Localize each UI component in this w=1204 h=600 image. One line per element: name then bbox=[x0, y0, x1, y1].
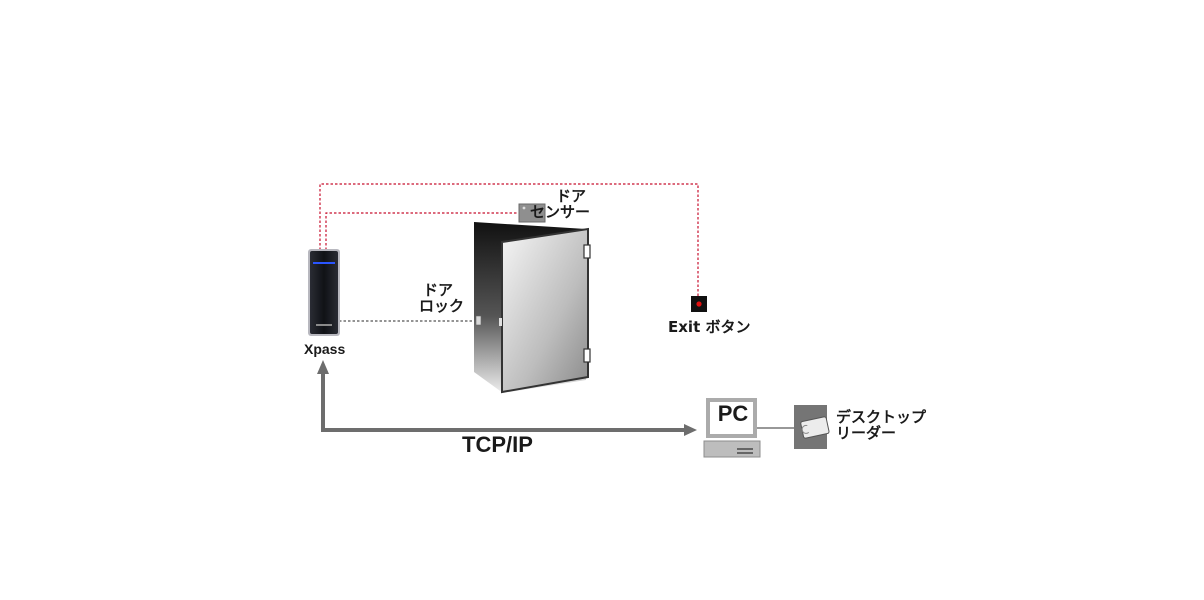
xpass-label: Xpass bbox=[304, 341, 346, 357]
desktop-reader-label-line2: リーダー bbox=[836, 423, 897, 442]
door-lock-device bbox=[475, 315, 482, 326]
pc-label: PC bbox=[717, 401, 749, 426]
arrow-head-right bbox=[684, 424, 697, 436]
door-hinge-bottom bbox=[583, 348, 591, 363]
door-strike bbox=[499, 318, 502, 326]
red-wire-group bbox=[319, 183, 699, 298]
door-sensor-label-line2: センサー bbox=[530, 202, 591, 221]
door-lock-label: ドア ロック bbox=[419, 281, 465, 315]
pc-screen bbox=[710, 402, 753, 434]
tcpip-label: TCP/IP bbox=[462, 432, 533, 457]
tcpip-arrow-line bbox=[321, 372, 688, 432]
door-hinge-top bbox=[583, 244, 591, 259]
door bbox=[474, 222, 591, 394]
door-sensor-wire bbox=[325, 212, 519, 250]
xpass-status-led bbox=[313, 262, 335, 264]
exit-button-device bbox=[691, 296, 707, 312]
door-sensor-label-line1: ドア bbox=[556, 187, 587, 205]
door-panel bbox=[501, 227, 589, 394]
exit-button-wire bbox=[319, 183, 699, 298]
exit-button-led bbox=[696, 301, 702, 307]
tcpip-connection bbox=[317, 360, 697, 436]
xpass-reader bbox=[308, 249, 340, 336]
pc-computer bbox=[703, 398, 761, 458]
door-lock-label-line2: ロック bbox=[419, 296, 465, 315]
exit-button-label: Exit ボタン bbox=[668, 318, 751, 336]
door-sensor-device bbox=[518, 203, 546, 223]
desktop-reader-label: デスクトップ リーダー bbox=[836, 408, 927, 442]
door-lock-label-line1: ドア bbox=[423, 281, 454, 299]
desktop-reader-label-line1: デスクトップ bbox=[836, 408, 927, 426]
desktop-reader-device bbox=[794, 405, 830, 449]
door-sensor-label: ドア センサー bbox=[530, 187, 591, 221]
arrow-head-up bbox=[317, 360, 329, 374]
